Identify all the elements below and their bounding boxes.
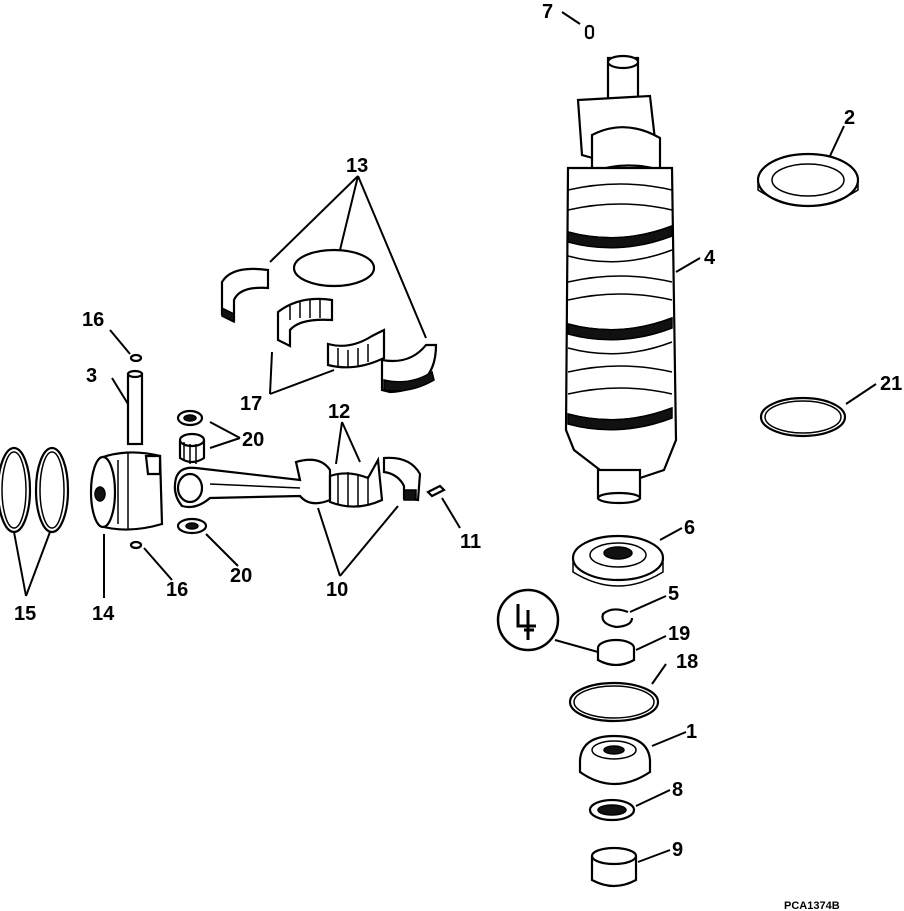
callout-11: 11 [460,531,481,553]
callout-5: 5 [668,583,679,605]
callout-16-upper: 16 [82,309,104,331]
callout-9: 9 [672,839,683,861]
callout-2: 2 [844,107,855,129]
crankshaft [564,54,678,505]
ball-bearing [571,534,665,587]
callout-15: 15 [14,603,36,625]
sleeve [590,846,638,888]
o-ring [568,681,660,723]
callout-7: 7 [542,1,553,23]
callout-20-lower: 20 [230,565,252,587]
pin-clip [129,540,143,550]
callout-21: 21 [880,373,902,395]
callout-10: 10 [326,579,348,601]
callout-12: 12 [328,401,350,423]
callout-14: 14 [92,603,115,625]
rod-cap [382,456,422,502]
callout-13: 13 [346,155,368,177]
bushing [596,638,636,667]
retaining-ring [601,608,634,629]
main-bearing-halves [220,248,438,394]
callout-16-lower: 16 [166,579,188,601]
piston-ring [34,446,70,534]
rod-cap-screw [426,484,446,498]
lubricant-reference-icon [496,588,599,653]
rod-bearing-cages [328,456,384,508]
callout-3: 3 [86,365,97,387]
bearing-housing [578,734,652,785]
leader-lines [13,11,877,863]
o-ring-large [759,396,847,438]
drawing-code: PCA1374B [784,900,840,911]
callout-1: 1 [686,721,697,743]
callout-17: 17 [240,393,262,415]
callout-8: 8 [672,779,683,801]
callout-20-upper: 20 [242,429,264,451]
connecting-rod [173,458,332,509]
seal-plate [756,152,860,208]
callout-19: 19 [668,623,690,645]
callout-4: 4 [704,247,716,269]
pin-clip [129,353,143,363]
needle-bearing-cages [276,297,386,369]
piston-pin-bearing [176,409,208,535]
plug-part [584,24,595,40]
piston-pin [126,372,144,446]
piston [89,451,164,531]
callout-6: 6 [684,517,695,539]
callout-18: 18 [676,651,698,673]
